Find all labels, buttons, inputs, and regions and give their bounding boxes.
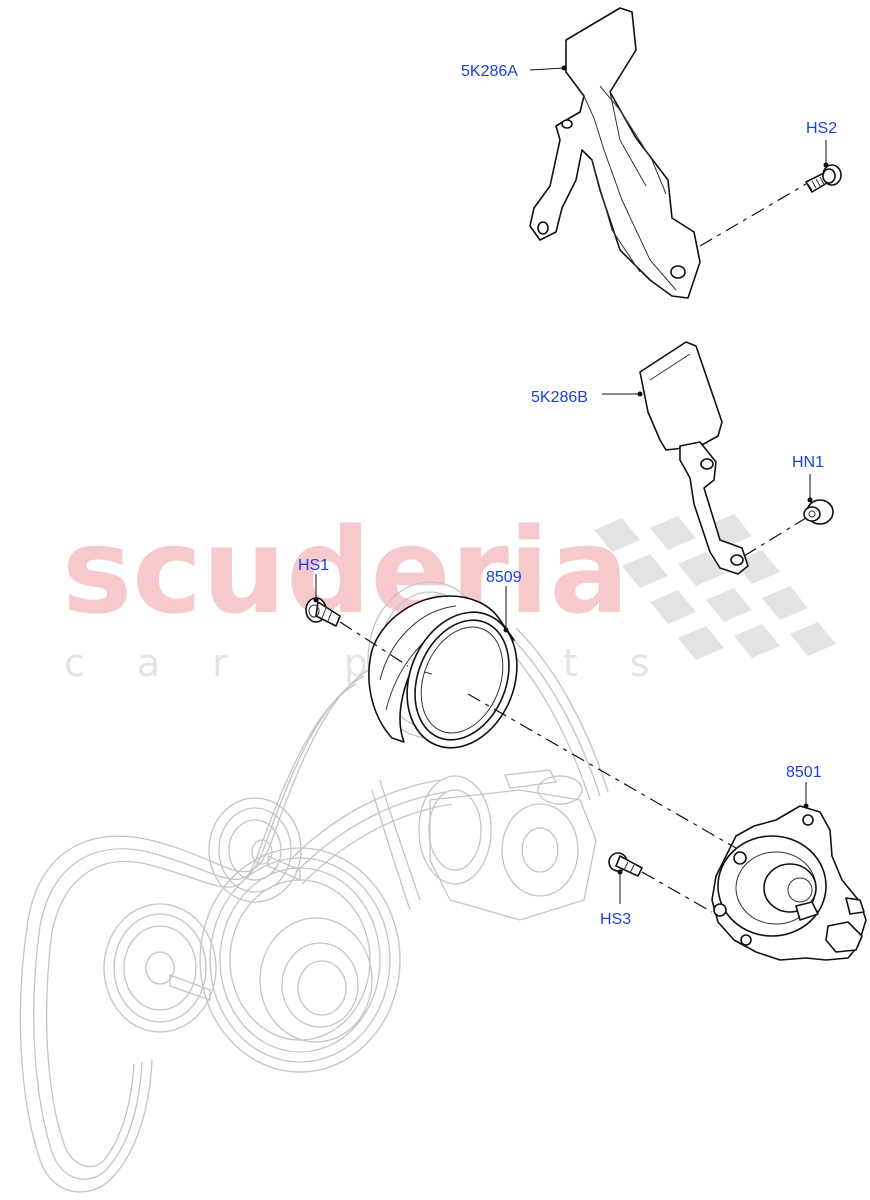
callout-hs3[interactable]: HS3 [600,911,631,928]
watermark: scuderia car parts [62,502,836,685]
bolt-hs2[interactable] [805,164,842,193]
callout-5k286a[interactable]: 5K286A [461,63,518,80]
leader-lines [313,65,829,904]
callout-5k286b[interactable]: 5K286B [531,389,588,406]
nut-hn1[interactable] [803,499,834,525]
callout-8509[interactable]: 8509 [486,569,522,586]
callout-hs2[interactable]: HS2 [806,120,837,137]
watermark-brand: scuderia [62,502,629,640]
callout-hs1[interactable]: HS1 [298,557,329,574]
callout-labels: 5K286A HS2 5K286B HN1 HS1 8509 8501 HS3 [298,63,837,928]
bracket-5k286b[interactable] [639,341,749,575]
pulley-8509[interactable] [368,595,537,765]
bolt-hs1[interactable] [305,597,341,627]
assembly-lines [339,183,807,913]
callout-8501[interactable]: 8501 [786,764,822,781]
vacuum-pump-8501[interactable] [711,805,867,961]
bracket-5k286a[interactable] [529,7,701,299]
checkered-flag-icon [594,514,836,660]
callout-hn1[interactable]: HN1 [792,454,824,471]
bolt-hs3[interactable] [608,852,643,877]
